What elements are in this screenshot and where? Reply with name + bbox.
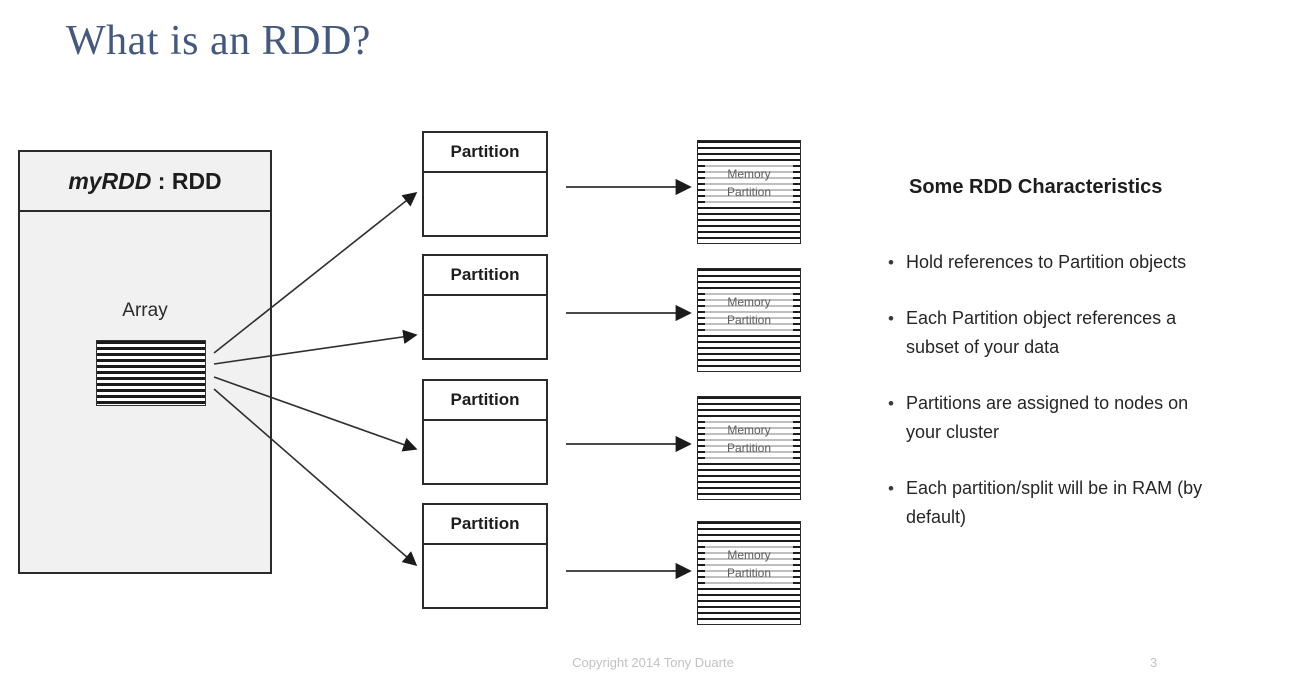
list-item: • Hold references to Partition objects bbox=[884, 248, 1214, 277]
partition-box-2: Partition bbox=[422, 254, 548, 360]
memory-partition-box-4: Memory Partition bbox=[697, 521, 801, 625]
memory-partition-box-2-line1: Memory bbox=[727, 295, 771, 309]
bullet-icon: • bbox=[888, 309, 894, 328]
rdd-object-header-text: myRDD : RDD bbox=[68, 168, 221, 195]
characteristics-heading: Some RDD Characteristics bbox=[909, 176, 1163, 198]
rdd-object-header: myRDD : RDD bbox=[20, 152, 270, 212]
memory-partition-box-4-line2: Partition bbox=[726, 566, 772, 580]
memory-partition-box-2: Memory Partition bbox=[697, 268, 801, 372]
characteristics-list: • Hold references to Partition objects •… bbox=[884, 248, 1214, 559]
bullet-icon: • bbox=[888, 253, 894, 272]
page-title: What is an RDD? bbox=[66, 18, 371, 64]
memory-partition-box-3: Memory Partition bbox=[697, 396, 801, 500]
memory-partition-box-4-line1: Memory bbox=[727, 548, 771, 562]
list-item: • Partitions are assigned to nodes on yo… bbox=[884, 389, 1214, 447]
rdd-instance-name: myRDD bbox=[68, 167, 152, 194]
memory-partition-box-3-line1: Memory bbox=[727, 423, 771, 437]
list-item: • Each Partition object references a sub… bbox=[884, 304, 1214, 362]
array-field-label: Array bbox=[122, 300, 168, 321]
partition-box-3-label: Partition bbox=[450, 390, 520, 409]
partition-box-4: Partition bbox=[422, 503, 548, 609]
page-number: 3 bbox=[1150, 655, 1158, 670]
list-item-text: Partitions are assigned to nodes on your… bbox=[906, 393, 1189, 442]
memory-partition-box-1-label: Memory Partition bbox=[705, 163, 793, 203]
partition-box-3: Partition bbox=[422, 379, 548, 485]
list-item-text: Each partition/split will be in RAM (by … bbox=[906, 478, 1203, 527]
partition-box-2-header: Partition bbox=[424, 256, 546, 296]
partition-box-4-header: Partition bbox=[424, 505, 546, 545]
list-item-text: Each Partition object references a subse… bbox=[906, 308, 1177, 357]
memory-partition-box-3-label: Memory Partition bbox=[705, 419, 793, 459]
memory-partition-box-2-line2: Partition bbox=[726, 313, 772, 327]
rdd-type-name: : RDD bbox=[151, 167, 222, 194]
partition-box-1-label: Partition bbox=[450, 142, 520, 161]
bullet-icon: • bbox=[888, 479, 894, 498]
array-striped-rectangle bbox=[96, 340, 206, 406]
partition-box-1-header: Partition bbox=[424, 133, 546, 173]
bullet-icon: • bbox=[888, 394, 894, 413]
memory-partition-box-3-line2: Partition bbox=[726, 441, 772, 455]
memory-partition-box-1-line2: Partition bbox=[726, 185, 772, 199]
memory-partition-box-4-label: Memory Partition bbox=[705, 544, 793, 584]
memory-partition-box-2-label: Memory Partition bbox=[705, 291, 793, 331]
memory-partition-box-1-line1: Memory bbox=[727, 167, 771, 181]
partition-box-2-label: Partition bbox=[450, 265, 520, 284]
memory-partition-box-1: Memory Partition bbox=[697, 140, 801, 244]
partition-box-3-header: Partition bbox=[424, 381, 546, 421]
copyright-notice: Copyright 2014 Tony Duarte bbox=[572, 655, 734, 670]
list-item-text: Hold references to Partition objects bbox=[906, 252, 1187, 272]
list-item: • Each partition/split will be in RAM (b… bbox=[884, 474, 1214, 532]
rdd-object-box: myRDD : RDD Array bbox=[18, 150, 272, 574]
partition-box-1: Partition bbox=[422, 131, 548, 237]
partition-box-4-label: Partition bbox=[450, 514, 520, 533]
